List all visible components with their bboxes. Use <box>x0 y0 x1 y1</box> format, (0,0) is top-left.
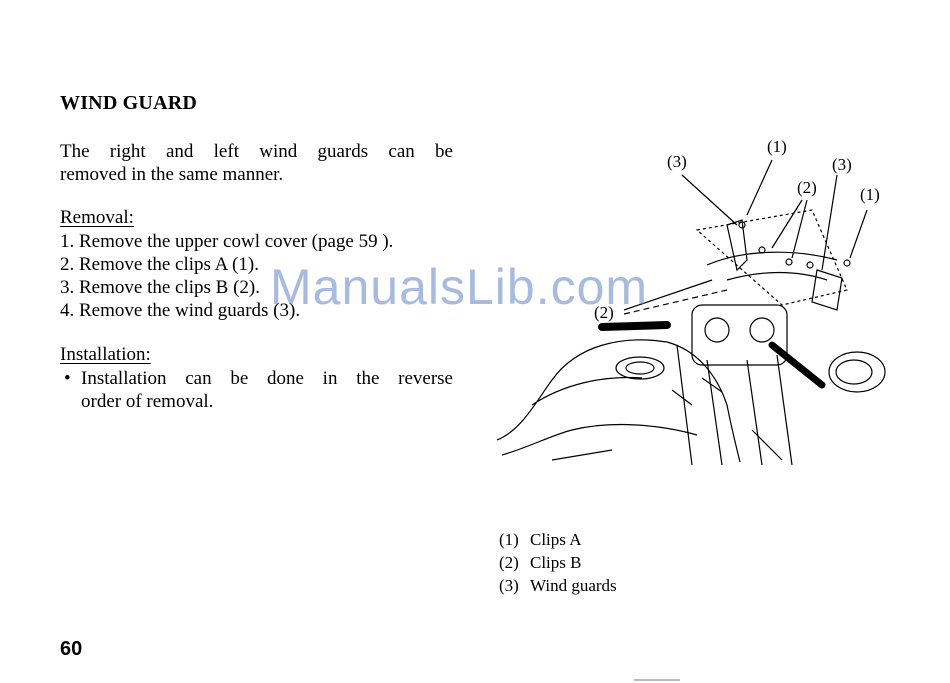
legend-label: Clips A <box>530 530 582 549</box>
callout-2-left: (2) <box>594 303 614 322</box>
callout-1-right: (1) <box>860 185 880 204</box>
installation-line-1: Installation can be done in the reverse <box>81 368 453 389</box>
installation-heading: Installation: <box>60 344 151 365</box>
intro-line-2: removed in the same manner. <box>60 164 284 185</box>
legend-item: (3) Wind guards <box>499 574 617 597</box>
page-number: 60 <box>60 638 83 660</box>
bullet-icon: • <box>64 368 71 389</box>
legend-label: Wind guards <box>530 576 617 595</box>
watermark: ManualsLib.com <box>270 259 649 315</box>
intro-line-1: The right and left wind guards can be <box>60 141 453 162</box>
legend-number: (1) <box>499 530 519 549</box>
legend-number: (3) <box>499 576 519 595</box>
intro-paragraph: The right and left wind guards can be re… <box>60 140 453 186</box>
callout-2-top: (2) <box>797 178 817 197</box>
callout-3-right: (3) <box>832 155 852 174</box>
removal-step: 2. Remove the clips A (1). <box>60 254 259 275</box>
legend-item: (2) Clips B <box>499 551 617 574</box>
legend-item: (1) Clips A <box>499 528 617 551</box>
wind-guard-diagram: (1) (3) (3) (2) (1) (2) <box>496 137 886 466</box>
callout-3-left: (3) <box>667 152 687 171</box>
figure-legend: (1) Clips A (2) Clips B (3) Wind guards <box>499 528 617 597</box>
bottom-divider <box>634 679 680 681</box>
removal-steps: 1. Remove the upper cowl cover (page 59 … <box>60 230 393 322</box>
installation-line-2: order of removal. <box>81 391 214 412</box>
section-title: WIND GUARD <box>60 92 197 114</box>
installation-bullet: • Installation can be done in the revers… <box>60 367 453 413</box>
callout-1-top: (1) <box>767 137 787 156</box>
removal-step: 4. Remove the wind guards (3). <box>60 300 301 321</box>
legend-label: Clips B <box>530 553 582 572</box>
legend-number: (2) <box>499 553 519 572</box>
motorcycle-illustration: (1) (3) (3) (2) (1) (2) <box>492 130 892 470</box>
removal-step: 3. Remove the clips B (2). <box>60 277 260 298</box>
removal-heading: Removal: <box>60 207 134 228</box>
removal-step: 1. Remove the upper cowl cover (page 59 … <box>60 231 394 252</box>
